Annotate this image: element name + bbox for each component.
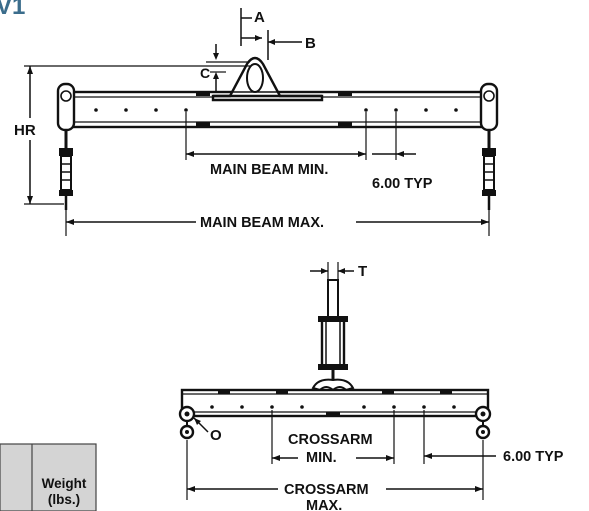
label-o: O [210,427,222,444]
crossarm-left-hook [178,405,196,440]
label-main-beam-min: MAIN BEAM MIN. [210,162,328,178]
left-end-shackle [56,82,76,210]
dimension-crossarm-min: CROSSARM MIN. [271,410,395,466]
table-header-weight-2: (lbs.) [48,492,80,507]
dimension-typ-top: 6.00 TYP [372,112,433,192]
label-t: T [358,263,367,280]
label-crossarm-min-2: MIN. [306,450,337,466]
lifting-bail [211,56,324,102]
table-header-weight-1: Weight [42,476,87,491]
label-b: B [305,35,316,52]
dimension-a: A [240,8,265,46]
spec-table-fragment: Weight (lbs.) [0,443,97,511]
crossarm-right-hook [474,405,492,440]
crossarm-assembly [178,279,492,440]
dimension-t: T [310,262,367,280]
dimension-main-beam-min: MAIN BEAM MIN. [185,112,367,178]
main-beam-hole-row [94,108,458,112]
crossarm-hole-row [210,405,456,409]
label-c: C [200,65,210,81]
dimension-crossarm-max: CROSSARM MAX. [186,440,484,511]
dimension-o: O [193,417,222,444]
dimension-c: C [200,44,250,92]
label-typ-top: 6.00 TYP [372,176,433,192]
label-crossarm-max-1: CROSSARM [284,482,369,498]
label-crossarm-min-1: CROSSARM [288,432,373,448]
label-hr: HR [14,122,36,139]
label-main-beam-max: MAIN BEAM MAX. [200,215,324,231]
dimension-typ-bottom: 6.00 TYP [423,410,564,465]
title-fragment: V1 [0,0,25,20]
right-end-shackle [479,82,499,210]
dimension-main-beam-max: MAIN BEAM MAX. [65,210,490,236]
label-a: A [254,9,265,26]
dimension-b: B [267,30,316,60]
label-typ-bottom: 6.00 TYP [503,449,564,465]
main-beam-assembly [56,56,499,210]
dimension-hr: HR [14,65,250,205]
label-crossarm-max-2: MAX. [306,498,342,511]
